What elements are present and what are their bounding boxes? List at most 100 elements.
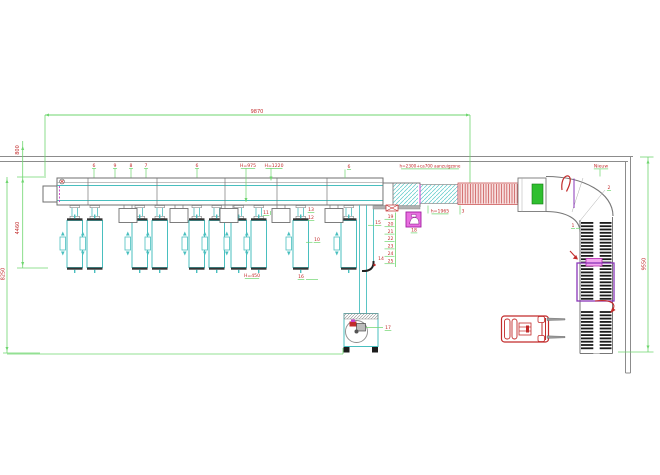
damper bbox=[243, 236, 250, 251]
cylinder-cap bbox=[231, 218, 247, 221]
callout-14: 14 bbox=[378, 256, 384, 262]
duct-elbow-small bbox=[361, 260, 375, 273]
callout-9: 9 bbox=[114, 163, 117, 169]
part-number: 21 bbox=[388, 229, 394, 235]
tube-flange bbox=[253, 205, 264, 208]
callout-6: 6 bbox=[348, 164, 351, 170]
dim-arrow bbox=[5, 347, 9, 351]
filter-cylinder bbox=[151, 220, 168, 268]
dim-arrow bbox=[646, 345, 650, 350]
callout-8: 8 bbox=[130, 163, 133, 169]
dimension-left_mid: 4460 bbox=[15, 222, 21, 235]
filter-station bbox=[59, 205, 83, 273]
filter-cylinder bbox=[340, 220, 357, 268]
filter-station bbox=[124, 205, 148, 273]
damper bbox=[201, 236, 208, 251]
damper-arrow bbox=[287, 251, 291, 256]
tube-flange bbox=[191, 205, 202, 208]
callout-6: 6 bbox=[93, 163, 96, 169]
damper-arrow bbox=[225, 251, 229, 256]
fan-wheel bbox=[372, 347, 378, 353]
dim-arrow bbox=[21, 146, 25, 150]
filter-stations bbox=[59, 205, 357, 273]
cylinder-cap bbox=[209, 267, 225, 270]
callout-h-975: H=975 bbox=[240, 163, 256, 169]
flex-hose bbox=[561, 175, 571, 192]
part-number: 22 bbox=[388, 236, 394, 242]
filter-station bbox=[201, 205, 225, 273]
duct-end-cap bbox=[42, 185, 58, 203]
damper-arrow bbox=[245, 251, 249, 256]
callout-18: 18 bbox=[411, 228, 417, 234]
filter-station bbox=[79, 205, 103, 273]
cylinder-cap bbox=[152, 218, 168, 221]
hoppers bbox=[118, 205, 344, 223]
fan-wheel bbox=[343, 347, 350, 353]
cylinder-cap bbox=[251, 267, 267, 270]
hopper-box bbox=[271, 208, 291, 223]
callout-17: 17 bbox=[385, 325, 391, 331]
dimension-left_outer: 8250 bbox=[1, 268, 7, 281]
cylinder-cap bbox=[189, 218, 205, 221]
callout-h-450: H=450 bbox=[244, 273, 260, 279]
hopper bbox=[271, 205, 291, 223]
part-number: 20 bbox=[388, 221, 394, 227]
cylinder-cap bbox=[293, 267, 309, 270]
tube-flange bbox=[343, 205, 354, 208]
damper-arrow bbox=[203, 251, 207, 256]
dim-arrow bbox=[269, 176, 273, 181]
callout-2: 2 bbox=[608, 185, 611, 191]
dimension-top: 9870 bbox=[251, 109, 264, 115]
callout-3: 3 bbox=[462, 209, 465, 215]
cylinder-cap bbox=[132, 267, 148, 270]
damper bbox=[59, 236, 66, 251]
callout-16: 16 bbox=[298, 274, 304, 280]
cylinder-cap bbox=[231, 267, 247, 270]
filter-cylinder bbox=[208, 220, 225, 268]
tube-flange bbox=[134, 205, 145, 208]
damper-arrow bbox=[126, 231, 130, 236]
part-number: 24 bbox=[388, 251, 394, 257]
filter-station bbox=[243, 205, 267, 273]
callout-7: 7 bbox=[145, 163, 148, 169]
filter-cylinder bbox=[86, 220, 103, 268]
fan-scroll bbox=[345, 320, 368, 343]
down-duct bbox=[359, 205, 376, 314]
callout-15: 15 bbox=[375, 220, 381, 226]
green-damper bbox=[531, 183, 544, 205]
dim-arrow bbox=[21, 178, 25, 183]
damper-arrow bbox=[335, 231, 339, 236]
tube-flange bbox=[154, 205, 165, 208]
callout-h-2300-ca700-aanzuigzone: h=2300+ca700 aanzuigzone bbox=[400, 164, 461, 169]
dim-arrow bbox=[5, 179, 9, 183]
dim-arrow bbox=[466, 113, 470, 117]
cylinder-cap bbox=[209, 218, 225, 221]
callout-10: 10 bbox=[314, 237, 320, 243]
forklift bbox=[500, 315, 566, 343]
flow-arrow bbox=[572, 255, 578, 260]
callout-12: 12 bbox=[308, 215, 314, 221]
damper bbox=[285, 236, 292, 251]
callout-13: 13 bbox=[308, 207, 314, 213]
part-number: 23 bbox=[388, 244, 394, 250]
tube-flange bbox=[233, 205, 244, 208]
bag-icon bbox=[409, 217, 420, 225]
filter-cylinder bbox=[250, 220, 267, 268]
damper-arrow bbox=[61, 231, 65, 236]
fan-motor bbox=[349, 321, 357, 327]
forklift-cab bbox=[518, 322, 532, 336]
damper-arrow bbox=[287, 231, 291, 236]
forklift-wheel bbox=[511, 318, 518, 340]
callout-6: 6 bbox=[196, 163, 199, 169]
fan-unit bbox=[343, 313, 379, 353]
part-number: 25 bbox=[388, 258, 394, 264]
cylinder-cap bbox=[152, 267, 168, 270]
cylinder-cap bbox=[87, 267, 103, 270]
part-number: 19 bbox=[388, 214, 394, 220]
cylinder-cap bbox=[293, 218, 309, 221]
filter-station bbox=[333, 205, 357, 273]
cylinder-cap bbox=[341, 267, 357, 270]
dim-arrow bbox=[244, 198, 248, 202]
